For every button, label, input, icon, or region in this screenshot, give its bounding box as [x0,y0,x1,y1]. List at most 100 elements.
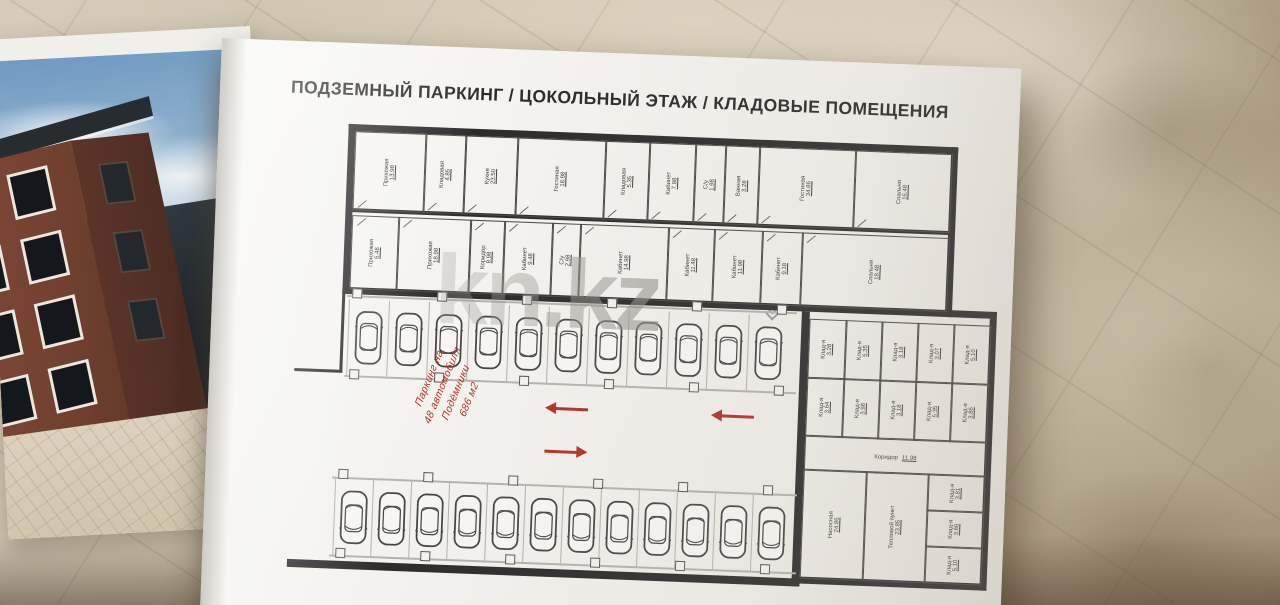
building-side-window [97,160,137,205]
parking-stall [408,481,451,560]
car-icon [674,323,703,377]
building-window [6,165,57,221]
car-icon [604,500,634,555]
parking-stall [560,487,602,565]
column-marker [420,550,431,562]
car-icon [754,326,783,380]
building-window [0,244,11,300]
car-icon [680,503,710,558]
building-window [0,309,24,365]
parking-stall [386,300,431,379]
column-marker [508,475,519,486]
car-icon [415,493,444,548]
parking-stall [745,314,790,392]
parking-stall [506,305,550,383]
direction-arrow-left [720,414,754,419]
floor-plan-page: ПОДЗЕМНЫЙ ПАРКИНГ / ЦОКОЛЬНЫЙ ЭТАЖ / КЛА… [196,38,1022,605]
column-marker [773,385,785,396]
parking-stall [346,299,391,377]
parking-stall [585,308,630,386]
parking-stall [705,312,750,391]
parking-stall [598,488,640,567]
column-marker [348,369,360,380]
car-icon [566,499,596,553]
column-marker [592,478,604,489]
parking-stall [370,480,413,558]
car-icon [528,497,558,552]
column-marker [352,288,363,299]
parking-stall [522,485,564,564]
column-marker [691,301,703,312]
parking-stall [484,484,527,562]
car-icon [490,496,520,551]
car-icon [434,314,464,368]
car-icon [453,494,482,549]
parking-stall [665,311,710,389]
column-marker [338,468,349,480]
building-window [47,358,98,414]
watermark: kn.kz [432,233,662,352]
parking-stall [466,303,510,382]
parking-stall [426,302,470,380]
parking-stall [749,494,792,573]
car-icon [714,324,743,379]
plan-wall [339,293,346,372]
building-window [19,229,71,285]
car-icon [377,492,406,546]
column-marker [603,378,615,390]
column-marker [505,554,516,565]
direction-arrow-left [554,407,589,412]
parking-stall [446,483,489,561]
car-icon [718,505,748,559]
car-icon [756,506,786,561]
column-marker [762,485,774,496]
column-marker [518,375,530,387]
plan-wall [294,368,343,373]
car-icon [634,321,663,376]
building-window [0,373,38,429]
building-side-window [112,229,152,274]
parking-stall [625,309,670,388]
column-marker [759,564,771,575]
car-icon [394,312,424,367]
building-side-window [126,297,166,342]
parking-stall [711,493,754,571]
parking-stall [673,491,716,570]
car-icon [554,318,584,373]
parking-stall [546,306,590,385]
fabric-crease [1020,20,1280,240]
column-marker [674,560,686,572]
column-marker [677,481,689,493]
parking-stall [332,478,375,557]
column-marker [589,557,601,568]
